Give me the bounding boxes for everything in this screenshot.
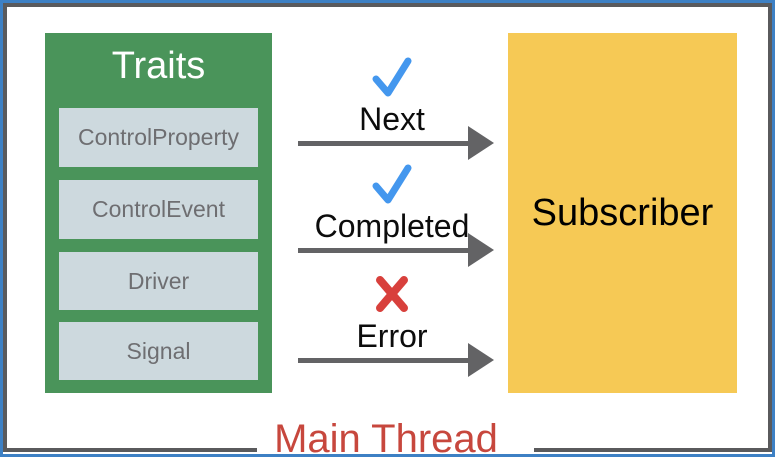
arrow-shaft xyxy=(298,248,468,253)
arrow-shaft xyxy=(298,141,468,146)
event-row-next: Next xyxy=(290,55,494,163)
main-thread-label-gap xyxy=(257,446,534,453)
check-icon xyxy=(369,162,415,206)
trait-item-controlproperty: ControlProperty xyxy=(59,108,258,167)
trait-item-controlevent: ControlEvent xyxy=(59,180,258,239)
trait-item-signal: Signal xyxy=(59,322,258,380)
arrow-head xyxy=(468,343,494,377)
event-label-next: Next xyxy=(359,101,425,137)
event-row-error: Error xyxy=(290,272,494,380)
subscriber-box: Subscriber xyxy=(508,33,737,393)
event-row-completed: Completed xyxy=(290,162,494,270)
x-icon xyxy=(369,272,415,316)
event-label-error: Error xyxy=(356,318,428,354)
arrow-head xyxy=(468,126,494,160)
arrow-shaft xyxy=(298,358,468,363)
arrow-head xyxy=(468,233,494,267)
event-label-completed: Completed xyxy=(314,208,470,244)
subscriber-label: Subscriber xyxy=(531,191,714,234)
traits-title: Traits xyxy=(111,45,206,87)
check-icon xyxy=(369,55,415,99)
trait-item-driver: Driver xyxy=(59,252,258,310)
traits-box: Traits ControlProperty ControlEvent Driv… xyxy=(45,33,272,393)
main-thread-label: Main Thread xyxy=(274,417,498,461)
